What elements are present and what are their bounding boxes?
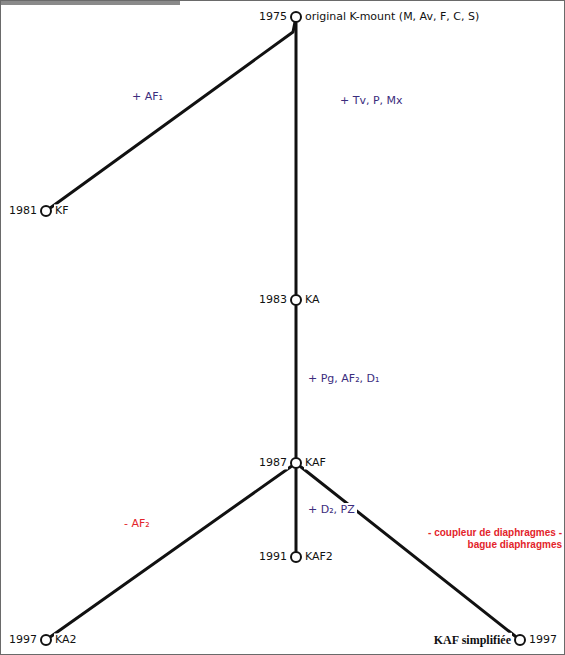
edge-label: + Tv, P, Mx: [338, 94, 405, 107]
node-heading: 1991: [258, 550, 288, 563]
version-node: 1981KF: [40, 205, 52, 217]
node-label: original K-mount (M, Av, F, C, S): [304, 10, 480, 23]
node-heading: 1981: [8, 204, 38, 217]
node-heading: 1997: [8, 633, 38, 646]
version-node: 1975original K-mount (M, Av, F, C, S): [290, 11, 302, 23]
branch-line: [295, 306, 298, 457]
edge-label: + Pg, AF₂, D₁: [306, 372, 381, 385]
node-heading: KAF simplifiée: [433, 633, 512, 647]
branch-line: [295, 23, 298, 294]
version-node: KAF simplifiée1997: [514, 634, 526, 646]
node-label: KA2: [54, 633, 78, 646]
node-heading: 1987: [258, 456, 288, 469]
version-node: 1983KA: [290, 294, 302, 306]
version-node: 1987KAF: [290, 457, 302, 469]
node-label: KAF: [304, 456, 327, 469]
node-label: KF: [54, 204, 70, 217]
node-heading: 1975: [258, 10, 288, 23]
edge-label: - coupleur de diaphragmes - bague diaphr…: [420, 527, 564, 551]
version-node: 1991KAF2: [290, 551, 302, 563]
node-label: KA: [304, 293, 321, 306]
node-label: 1997: [528, 633, 558, 646]
branch-line: [51, 466, 291, 636]
edge-label: - AF₂: [122, 517, 152, 530]
edge-label: + D₂, PZ: [306, 503, 357, 516]
node-label: KAF2: [304, 550, 334, 563]
branch-line: [51, 23, 295, 208]
branch-line: [295, 469, 298, 551]
edge-label: + AF₁: [130, 90, 165, 103]
node-heading: 1983: [258, 293, 288, 306]
branch-line: [301, 467, 516, 637]
version-node: 1997KA2: [40, 634, 52, 646]
